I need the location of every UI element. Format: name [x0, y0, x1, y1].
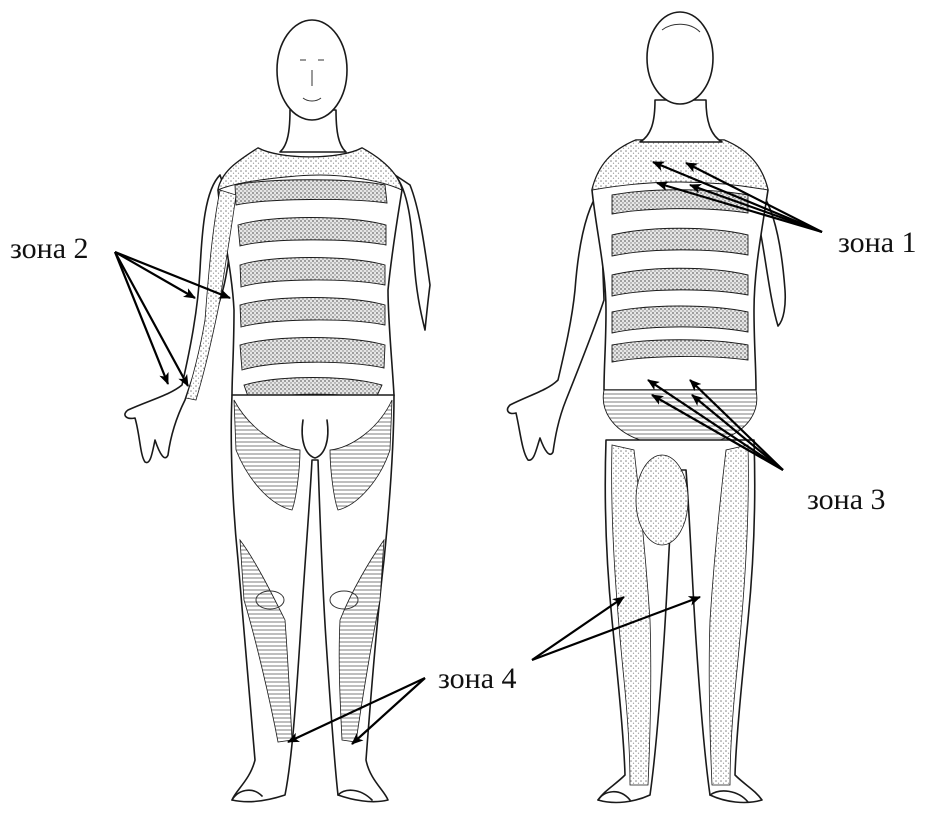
zone4-label: зона 4: [438, 662, 517, 695]
front-body-figure: [125, 20, 430, 802]
back-neck: [640, 100, 722, 142]
back-buttocks-zone: [603, 390, 757, 444]
zone4-arrow-1: [532, 597, 624, 660]
back-thigh-zone: [636, 455, 688, 545]
zone1-label: зона 1: [838, 226, 917, 259]
zone3-label: зона 3: [807, 483, 886, 516]
back-left-arm: [508, 190, 604, 460]
zone2-label: зона 2: [10, 232, 89, 265]
back-body-figure: [508, 12, 786, 802]
zone2-arrow-3: [115, 252, 168, 384]
back-head: [647, 12, 713, 104]
